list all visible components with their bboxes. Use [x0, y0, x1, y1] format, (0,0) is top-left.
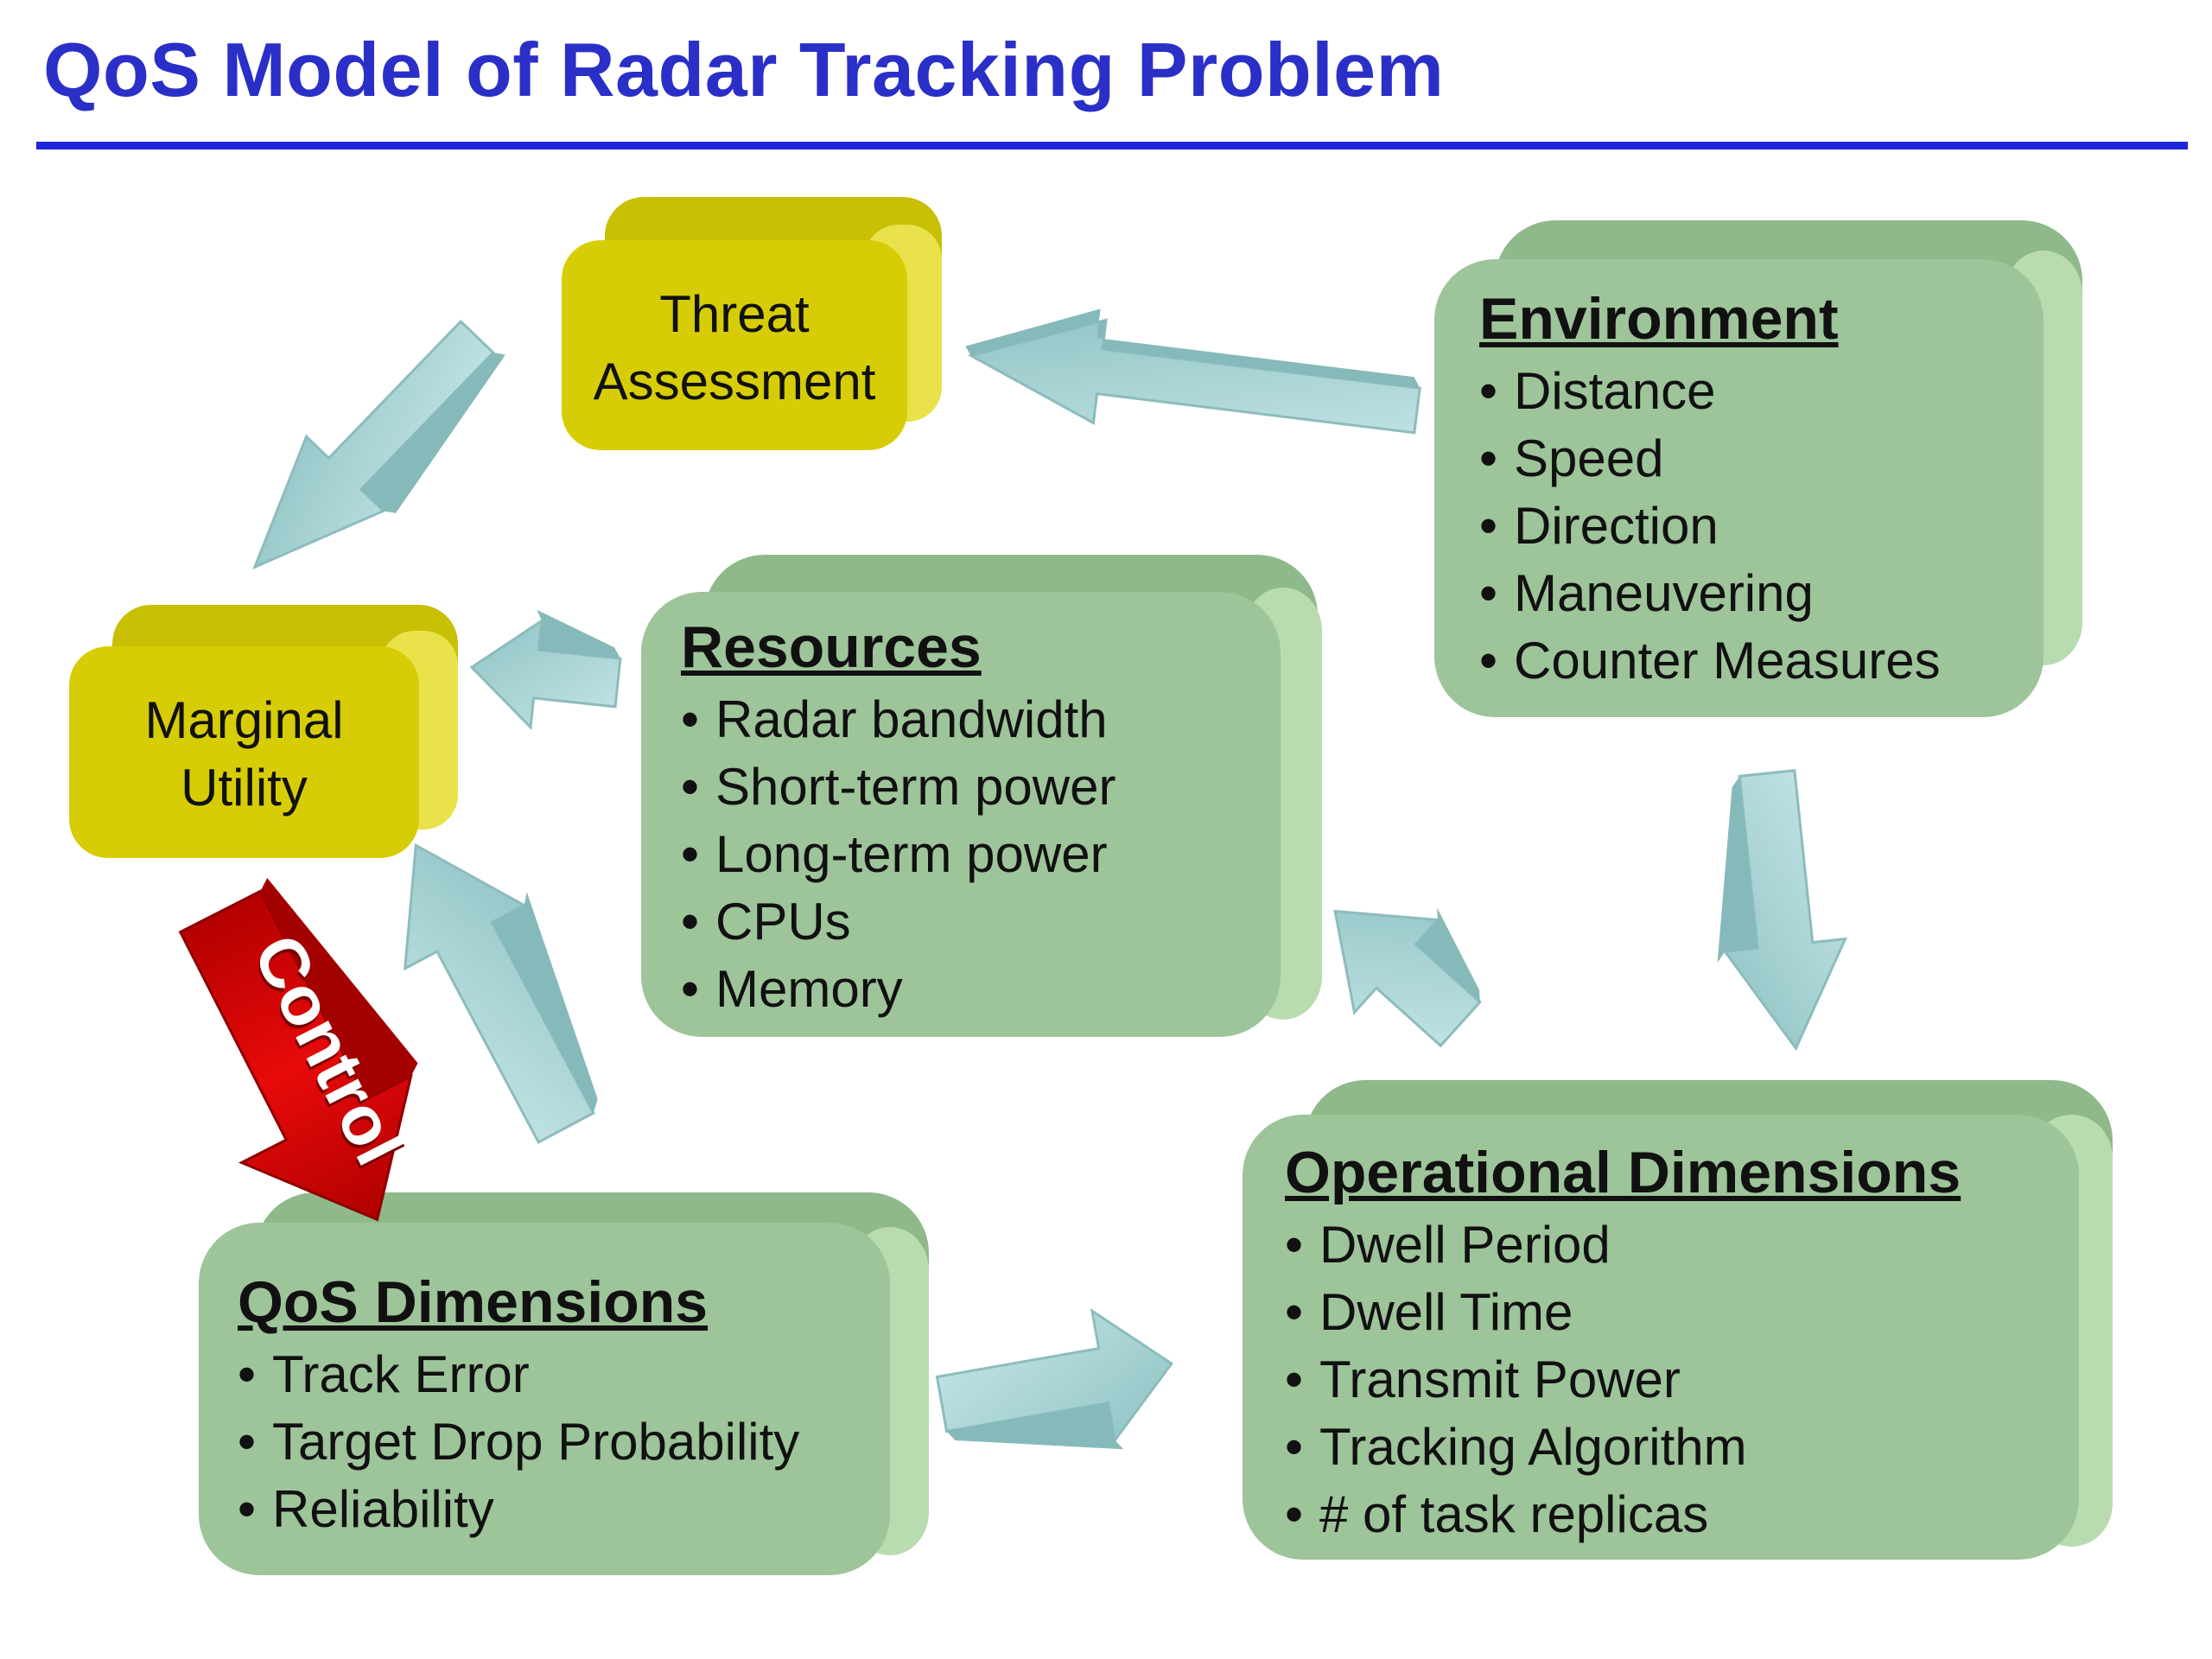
list-item: Dwell Time	[1285, 1279, 1961, 1346]
list-item: # of task replicas	[1285, 1481, 1961, 1548]
title-rule	[36, 142, 2188, 149]
arrow-qos-to-marginal	[404, 842, 598, 1144]
environment-content: Environment Distance Speed Direction Man…	[1479, 285, 1941, 695]
list-item: Target Drop Probability	[238, 1408, 799, 1476]
arrow-environment-to-operational	[1717, 769, 1847, 1052]
list-item: Counter Measures	[1479, 627, 1941, 695]
marginal-utility-label: Marginal Utility	[73, 687, 415, 822]
list-item: CPUs	[681, 888, 1116, 956]
list-item: Direction	[1479, 493, 1941, 560]
arrow-qos-to-operational	[935, 1307, 1174, 1450]
environment-heading: Environment	[1479, 286, 1839, 352]
list-item: Short-term power	[681, 753, 1116, 821]
list-item: Memory	[681, 956, 1116, 1023]
list-item: Radar bandwidth	[681, 686, 1116, 753]
resources-heading: Resources	[681, 614, 982, 680]
control-arrow	[178, 878, 418, 1222]
threat-line1: Threat	[659, 285, 810, 343]
operational-list: Dwell Period Dwell Time Transmit Power T…	[1285, 1211, 1961, 1548]
qos-dimensions-content: QoS Dimensions Track Error Target Drop P…	[238, 1268, 799, 1543]
page-title: QoS Model of Radar Tracking Problem	[43, 27, 1445, 112]
arrow-resources-to-marginal	[469, 609, 622, 731]
threat-assessment-label: Threat Assessment	[566, 281, 903, 416]
qos-list: Track Error Target Drop Probability Reli…	[238, 1341, 799, 1543]
marginal-line2: Utility	[181, 759, 308, 817]
list-item: Transmit Power	[1285, 1346, 1961, 1414]
arrow-threat-to-marginal	[252, 319, 505, 569]
marginal-utility-box	[69, 605, 458, 858]
list-item: Distance	[1479, 358, 1941, 425]
threat-assessment-box	[562, 197, 942, 450]
list-item: Dwell Period	[1285, 1211, 1961, 1279]
qos-heading: QoS Dimensions	[238, 1269, 709, 1335]
operational-heading: Operational Dimensions	[1285, 1140, 1961, 1205]
resources-content: Resources Radar bandwidth Short-term pow…	[681, 613, 1116, 1023]
list-item: Speed	[1479, 425, 1941, 493]
operational-dimensions-content: Operational Dimensions Dwell Period Dwel…	[1285, 1139, 1961, 1548]
list-item: Reliability	[238, 1476, 799, 1543]
arrow-environment-to-threat	[965, 308, 1421, 435]
resources-list: Radar bandwidth Short-term power Long-te…	[681, 686, 1116, 1023]
list-item: Tracking Algorithm	[1285, 1414, 1961, 1481]
arrow-operational-to-resources	[1333, 907, 1482, 1048]
environment-list: Distance Speed Direction Maneuvering Cou…	[1479, 358, 1941, 695]
list-item: Long-term power	[681, 821, 1116, 888]
threat-line2: Assessment	[593, 353, 876, 410]
list-item: Track Error	[238, 1341, 799, 1408]
marginal-line1: Marginal	[144, 691, 344, 749]
list-item: Maneuvering	[1479, 560, 1941, 627]
